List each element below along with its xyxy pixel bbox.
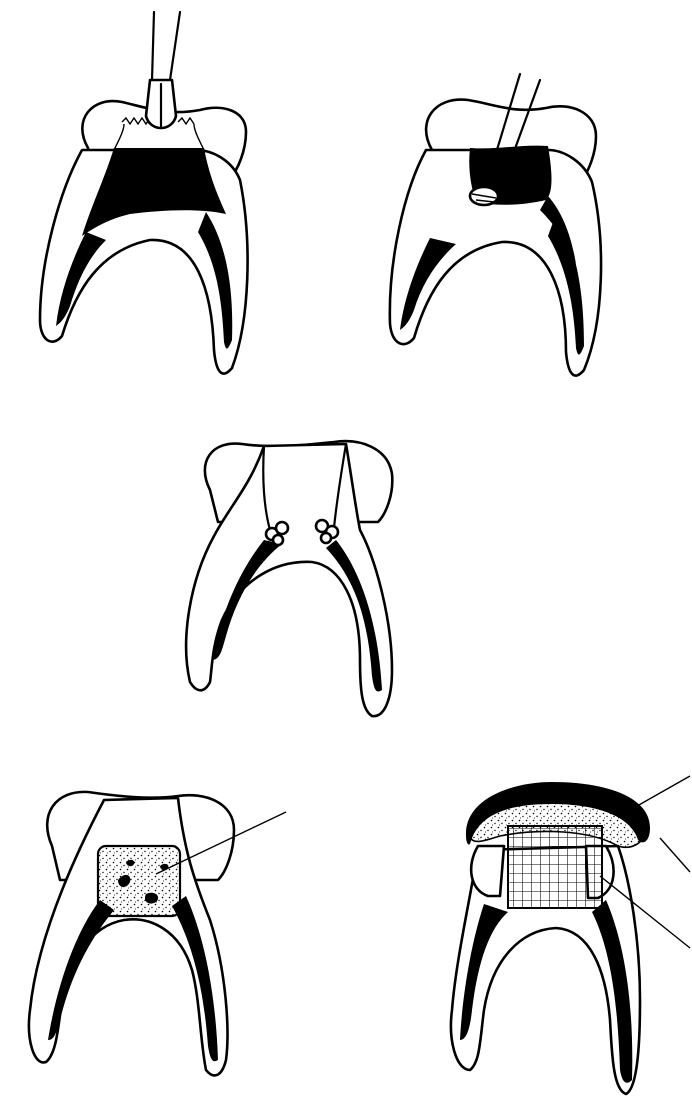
panel-forceps-access <box>40 12 248 374</box>
panel-restoration <box>451 776 690 1094</box>
forceps-icon <box>146 12 180 128</box>
panel-bur-excavation <box>390 74 601 376</box>
panel-pulp-stumps <box>186 441 392 716</box>
cement-base-grid <box>508 826 602 908</box>
panel-dressing <box>29 792 286 1076</box>
medicament-fill <box>98 846 180 916</box>
cervical-collar-left <box>471 846 504 896</box>
